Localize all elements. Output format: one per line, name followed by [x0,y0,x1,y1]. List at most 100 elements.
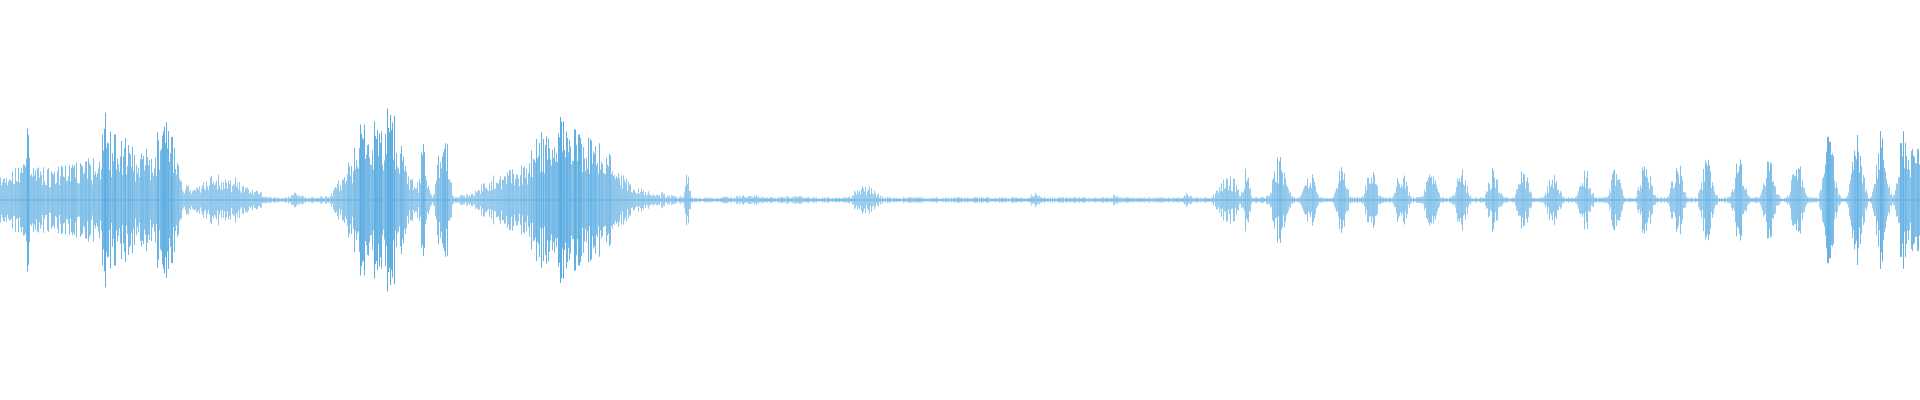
waveform-sample-bar [1575,196,1576,204]
waveform-sample-bar [968,197,969,203]
waveform-sample-bar [233,184,234,216]
waveform-sample-bar [1859,172,1860,228]
waveform-sample-bar [1097,197,1098,203]
waveform-sample-bar [1298,198,1299,202]
waveform-sample-bar [1576,196,1577,204]
waveform-sample-bar [1593,192,1594,208]
waveform-sample-bar [297,195,298,205]
waveform-sample-bar [71,167,72,233]
waveform-sample-bar [659,195,660,205]
waveform-sample-bar [1694,198,1695,202]
waveform-sample-bar [876,196,877,204]
waveform-sample-bar [496,182,497,218]
waveform-sample-bar [389,132,390,268]
waveform-sample-bar [406,172,407,228]
waveform-sample-bar [668,196,669,204]
waveform-sample-bar [896,198,897,202]
waveform-sample-bar [18,167,19,233]
waveform-sample-bar [244,192,245,208]
waveform-sample-bar [1434,183,1435,217]
waveform-sample-bar [1206,198,1207,202]
waveform-sample-bar [1382,197,1383,203]
waveform-sample-bar [854,190,855,210]
waveform-sample-bar [1455,192,1456,208]
waveform-sample-bar [1312,174,1313,226]
waveform-sample-bar [112,152,113,248]
waveform-sample-bar [703,198,704,202]
waveform-sample-bar [621,175,622,225]
waveform-sample-bar [481,184,482,216]
waveform-sample-bar [1147,198,1148,202]
waveform-sample-bar [1060,197,1061,203]
waveform-sample-bar [318,197,319,203]
waveform-sample-bar [216,180,217,220]
waveform-sample-bar [1641,188,1642,212]
waveform-sample-bar [626,178,627,222]
waveform-sample-bar [1228,190,1229,210]
waveform-sample-bar [635,192,636,208]
waveform-sample-bar [884,198,885,202]
waveform-sample-bar [1810,198,1811,202]
waveform-sample-bar [577,161,578,239]
waveform-sample-bar [252,189,253,211]
waveform-sample-bar [110,131,111,269]
waveform-sample-bar [24,164,25,236]
waveform-sample-bar [447,143,448,257]
waveform-sample-bar [1584,170,1585,230]
waveform-sample-bar [1331,198,1332,202]
waveform-sample-bar [834,198,835,202]
waveform-sample-bar [839,197,840,203]
waveform-sample-bar [1537,198,1538,202]
waveform-sample-bar [430,192,431,208]
waveform-sample-bar [451,182,452,218]
waveform-sample-bar [749,196,750,204]
waveform-sample-bar [218,174,219,226]
waveform-sample-bar [480,193,481,207]
waveform-sample-bar [431,195,432,205]
waveform-sample-bar [973,198,974,202]
waveform-sample-bar [1524,174,1525,226]
waveform-sample-bar [488,191,489,209]
waveform-sample-bar [432,197,433,203]
waveform-sample-bar [889,196,890,204]
waveform-sample-bar [1065,197,1066,203]
waveform-sample-bar [101,169,102,231]
waveform-sample-bar [1661,197,1662,203]
waveform-sample-bar [337,183,338,217]
waveform-sample-bar [1913,155,1914,245]
waveform-sample-bar [1231,190,1232,210]
waveform-sample-bar [788,196,789,204]
waveform-sample-bar [982,198,983,202]
waveform-sample-bar [1095,197,1096,203]
waveform-sample-bar [1018,198,1019,203]
waveform-sample-bar [185,190,186,210]
waveform-sample-bar [464,195,465,205]
waveform-sample-bar [1044,196,1045,204]
waveform-sample-bar [675,196,676,204]
waveform-sample-bar [1223,179,1224,221]
waveform-sample-bar [217,189,218,211]
waveform-sample-bar [473,195,474,205]
waveform-sample-bar [167,148,168,252]
waveform-sample-bar [1662,198,1663,202]
waveform-sample-bar [799,196,800,204]
waveform-sample-bar [612,171,613,229]
waveform-sample-bar [369,157,370,243]
waveform-sample-bar [421,152,422,248]
waveform-sample-bar [1066,197,1067,203]
waveform-sample-bar [1613,171,1614,229]
waveform-sample-bar [482,191,483,209]
waveform-sample-bar [1138,197,1139,203]
waveform-sample-bar [858,192,859,208]
waveform-sample-bar [305,197,306,203]
waveform-sample-bar [11,180,12,220]
waveform-sample-bar [484,183,485,217]
waveform-sample-bar [1015,197,1016,203]
waveform-sample-bar [1812,198,1813,202]
waveform-sample-bar [383,170,384,230]
waveform-sample-bar [364,124,365,276]
waveform-sample-bar [1755,197,1756,203]
waveform-sample-bar [761,196,762,204]
